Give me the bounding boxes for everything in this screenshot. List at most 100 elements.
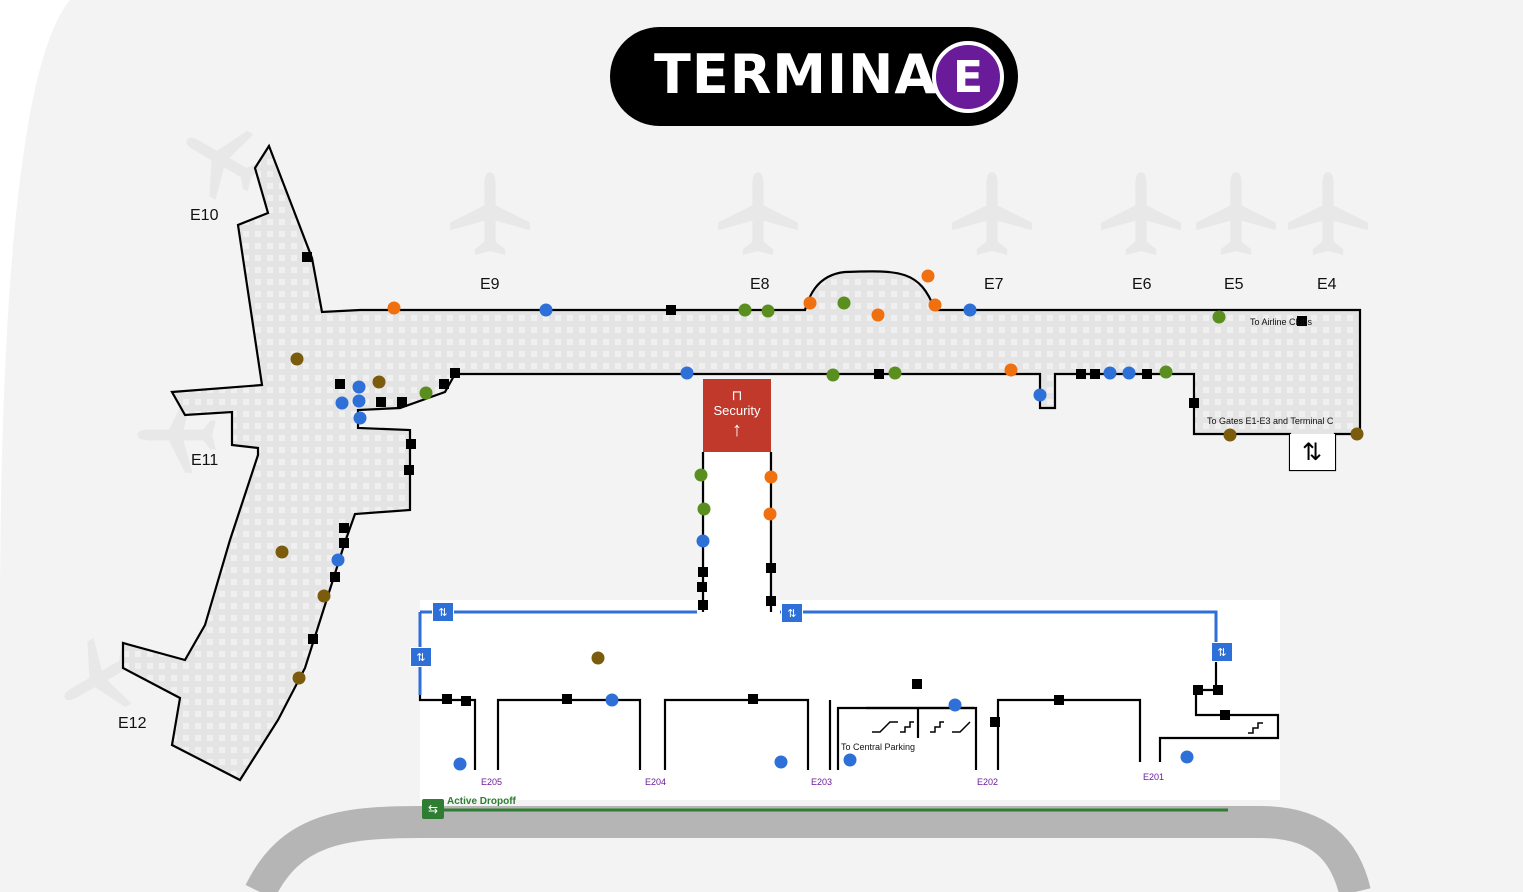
square-marker (1220, 710, 1230, 720)
gate-label-e4: E4 (1317, 276, 1337, 293)
square-marker (335, 379, 345, 389)
gate-label-e10: E10 (190, 207, 219, 224)
poi-marker[interactable] (290, 352, 304, 366)
poi-marker[interactable] (738, 303, 752, 317)
poi-marker[interactable] (1159, 365, 1173, 379)
walk-through-gate-icon: ⊓ (731, 387, 743, 403)
escalator-icon: ⇅ (1290, 434, 1335, 470)
curbside-dropoff-icon: ⇆ (422, 799, 444, 819)
square-marker (339, 523, 349, 533)
poi-marker[interactable] (591, 651, 605, 665)
gate-label-e8: E8 (750, 276, 770, 293)
poi-marker[interactable] (335, 396, 349, 410)
square-marker (302, 252, 312, 262)
poi-marker[interactable] (697, 502, 711, 516)
door-label-e203: E203 (811, 777, 833, 787)
poi-marker[interactable] (928, 298, 942, 312)
poi-marker[interactable] (921, 269, 935, 283)
poi-marker[interactable] (605, 693, 619, 707)
square-marker (912, 679, 922, 689)
poi-marker[interactable] (871, 308, 885, 322)
square-marker (1189, 398, 1199, 408)
poi-marker[interactable] (453, 757, 467, 771)
elevator-icon[interactable]: ⇅ (1211, 642, 1233, 662)
elevator-icon[interactable]: ⇅ (781, 603, 803, 623)
square-marker (461, 696, 471, 706)
security-checkpoint[interactable]: ⊓ Security ↑ (703, 379, 771, 452)
poi-marker[interactable] (837, 296, 851, 310)
poi-marker[interactable] (1212, 310, 1226, 324)
poi-marker[interactable] (1004, 363, 1018, 377)
poi-marker[interactable] (803, 296, 817, 310)
poi-marker[interactable] (761, 304, 775, 318)
poi-marker[interactable] (387, 301, 401, 315)
square-marker (397, 397, 407, 407)
poi-marker[interactable] (275, 545, 289, 559)
poi-marker[interactable] (1033, 388, 1047, 402)
poi-marker[interactable] (948, 698, 962, 712)
poi-marker[interactable] (963, 303, 977, 317)
poi-marker[interactable] (826, 368, 840, 382)
door-label-e205: E205 (481, 777, 503, 787)
gate-label-e11: E11 (191, 452, 219, 469)
poi-marker[interactable] (696, 534, 710, 548)
elevator-icon[interactable]: ⇅ (432, 602, 454, 622)
poi-marker[interactable] (419, 386, 433, 400)
square-marker (442, 694, 452, 704)
square-marker (1090, 369, 1100, 379)
to-central-parking-label: To Central Parking (841, 742, 916, 752)
poi-marker[interactable] (774, 755, 788, 769)
square-marker (450, 368, 460, 378)
terminal-building-area (420, 600, 1280, 800)
square-marker (698, 567, 708, 577)
poi-marker[interactable] (694, 468, 708, 482)
concourse-area (121, 143, 1362, 782)
to-airline-clubs-label: To Airline Clubs (1250, 317, 1313, 327)
poi-marker[interactable] (1350, 427, 1364, 441)
square-marker (666, 305, 676, 315)
poi-marker[interactable] (372, 375, 386, 389)
poi-marker[interactable] (680, 366, 694, 380)
poi-marker[interactable] (331, 553, 345, 567)
poi-marker[interactable] (352, 394, 366, 408)
poi-marker[interactable] (539, 303, 553, 317)
square-marker (1193, 685, 1203, 695)
poi-marker[interactable] (292, 671, 306, 685)
door-label-e202: E202 (977, 777, 999, 787)
door-label-e201: E201 (1143, 772, 1165, 782)
poi-marker[interactable] (1180, 750, 1194, 764)
gate-label-e7: E7 (984, 276, 1004, 293)
square-marker (1054, 695, 1064, 705)
elevator-icon[interactable]: ⇅ (410, 647, 432, 667)
escalator-icon (872, 721, 1263, 734)
poi-marker[interactable] (352, 380, 366, 394)
square-marker (990, 717, 1000, 727)
svg-text:⇅: ⇅ (1302, 439, 1322, 466)
square-marker (376, 397, 386, 407)
security-label: Security (713, 403, 761, 418)
poi-marker[interactable] (763, 507, 777, 521)
square-marker (766, 596, 776, 606)
roadway (245, 806, 1371, 892)
terminal-title: TERMINAL (654, 43, 973, 106)
terminal-title-badge: TERMINAL E (610, 27, 1018, 126)
poi-marker[interactable] (1103, 366, 1117, 380)
square-marker (308, 634, 318, 644)
square-marker (766, 563, 776, 573)
gate-label-e5: E5 (1224, 276, 1244, 293)
poi-marker[interactable] (764, 470, 778, 484)
square-marker (406, 439, 416, 449)
corridor-fill (705, 452, 769, 612)
square-markers (302, 252, 1307, 727)
poi-marker[interactable] (1122, 366, 1136, 380)
square-marker (697, 582, 707, 592)
square-marker (330, 572, 340, 582)
poi-marker[interactable] (353, 411, 367, 425)
gate-label-e9: E9 (480, 276, 500, 293)
poi-marker[interactable] (317, 589, 331, 603)
square-marker (1142, 369, 1152, 379)
arrow-up-icon: ↑ (732, 419, 742, 441)
poi-marker[interactable] (1223, 428, 1237, 442)
poi-marker[interactable] (843, 753, 857, 767)
poi-marker[interactable] (888, 366, 902, 380)
